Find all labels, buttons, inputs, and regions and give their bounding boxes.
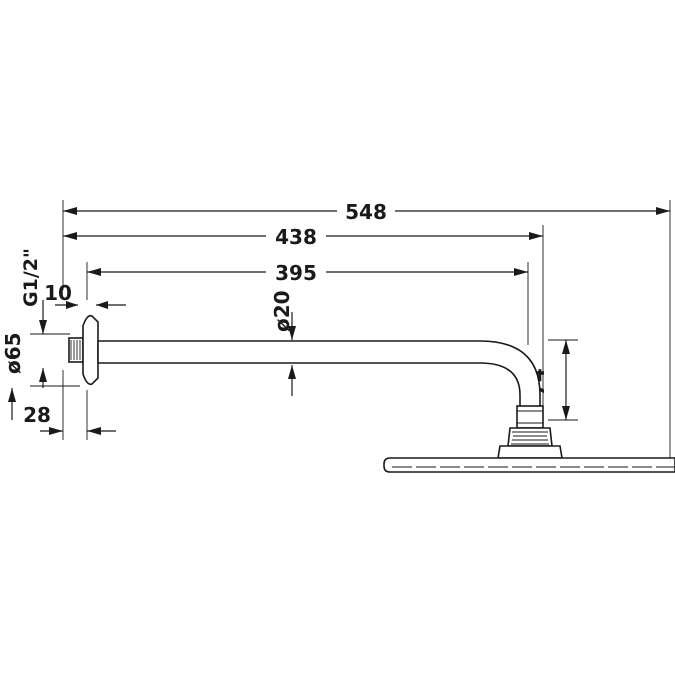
dimension-arm-reach: 438 xyxy=(63,225,543,249)
dimension-label-438: 438 xyxy=(275,225,317,249)
dimension-arm-length: 395 xyxy=(87,261,528,285)
dimension-label-395: 395 xyxy=(275,261,317,285)
dimension-label-10: 10 xyxy=(44,281,72,305)
swivel-joint xyxy=(497,405,563,459)
dimension-label-o65: ø65 xyxy=(1,332,25,374)
dimension-flange-diameter: ø65 xyxy=(1,332,47,420)
shower-head xyxy=(383,457,675,473)
dimension-wall-depth: 28 xyxy=(23,403,116,435)
thread-annotation: G1/2" xyxy=(20,248,47,334)
dimension-label-548: 548 xyxy=(345,200,387,224)
dimension-pipe-diameter: ø20 xyxy=(270,290,296,396)
extension-lines xyxy=(30,200,671,460)
dimension-label-o20: ø20 xyxy=(270,290,294,332)
dimension-flange-thickness: 10 xyxy=(44,281,126,309)
thread-label: G1/2" xyxy=(20,248,42,307)
wall-flange xyxy=(68,314,99,386)
dimension-overall-length: 548 xyxy=(63,200,670,224)
shower-arm xyxy=(97,340,541,409)
dimension-label-28: 28 xyxy=(23,403,51,427)
